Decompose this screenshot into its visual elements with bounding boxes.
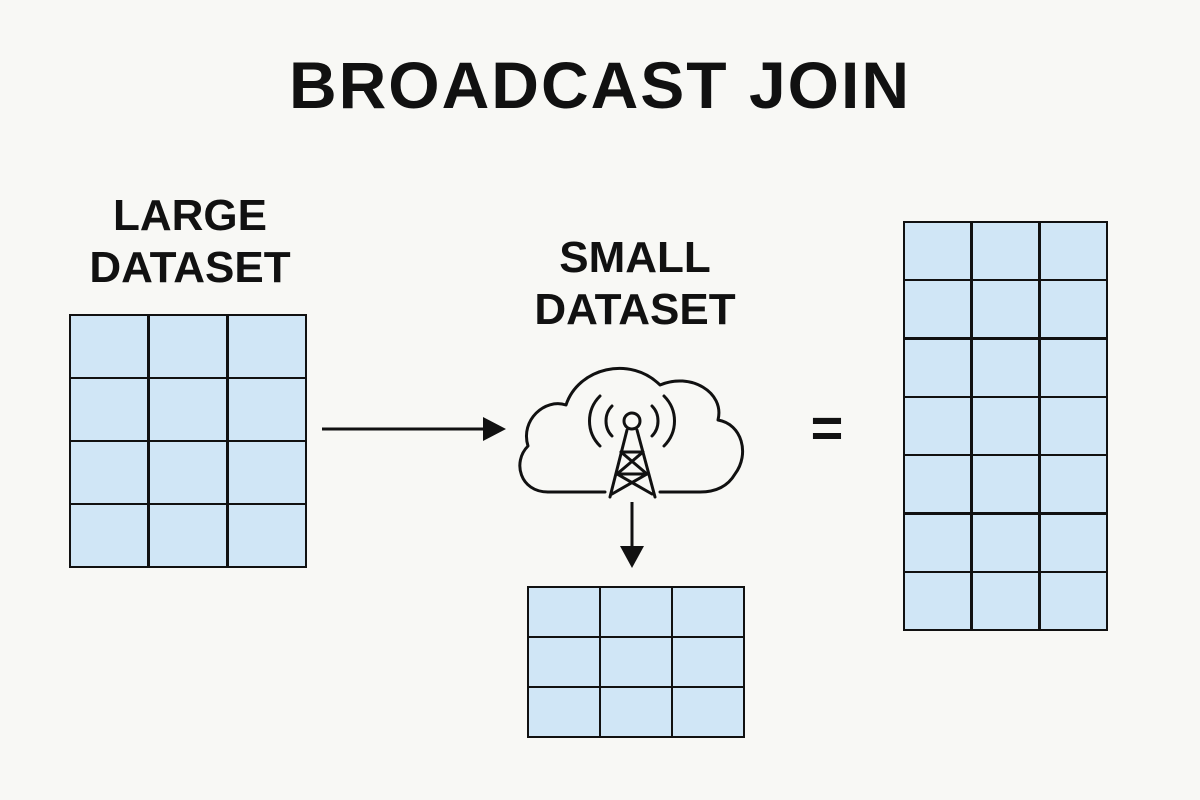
table-cell	[972, 339, 1039, 396]
table-cell	[1040, 514, 1106, 571]
table-cell	[71, 442, 148, 503]
table-cell	[228, 379, 305, 440]
table-cell	[228, 316, 305, 377]
table-cell	[1040, 339, 1106, 396]
table-cell	[673, 688, 743, 736]
table-cell	[972, 514, 1039, 571]
equals-sign: =	[810, 396, 844, 459]
table-cell	[1040, 398, 1106, 454]
table-cell	[1040, 223, 1106, 279]
table-cell	[601, 688, 671, 736]
table-cell	[905, 398, 971, 454]
table-cell	[905, 456, 971, 513]
table-cell	[1040, 456, 1106, 513]
small-dataset-label-line-1: SMALL	[559, 233, 711, 282]
table-cell	[905, 223, 971, 279]
table-cell	[71, 379, 148, 440]
table-cell	[149, 316, 227, 377]
table-cell	[972, 456, 1039, 513]
small-dataset-table	[527, 586, 745, 738]
small-dataset-label-line-2: DATASET	[534, 285, 736, 334]
diagram-title: BROADCAST JOIN	[288, 48, 912, 122]
large-dataset-label-line-1: LARGE	[113, 191, 267, 240]
table-cell	[972, 281, 1039, 338]
table-cell	[601, 588, 671, 636]
table-cell	[601, 638, 671, 686]
table-cell	[529, 588, 599, 636]
broadcast-tower-cloud-icon	[518, 367, 745, 499]
table-cell	[529, 638, 599, 686]
table-cell	[905, 514, 971, 571]
table-cell	[149, 442, 227, 503]
small-dataset-label: SMALL DATASET	[520, 232, 750, 336]
table-cell	[149, 505, 227, 566]
table-cell	[673, 638, 743, 686]
table-cell	[972, 398, 1039, 454]
table-cell	[673, 588, 743, 636]
large-dataset-label-line-2: DATASET	[89, 243, 291, 292]
table-cell	[529, 688, 599, 736]
arrow-down-icon	[620, 502, 644, 568]
table-cell	[228, 505, 305, 566]
table-cell	[71, 505, 148, 566]
result-dataset-table	[903, 221, 1108, 631]
large-dataset-label: LARGE DATASET	[70, 190, 310, 294]
table-cell	[905, 573, 971, 629]
arrow-right-icon	[322, 417, 506, 441]
table-cell	[228, 442, 305, 503]
large-dataset-table	[69, 314, 307, 568]
table-cell	[1040, 281, 1106, 338]
table-cell	[972, 223, 1039, 279]
table-cell	[972, 573, 1039, 629]
table-cell	[71, 316, 148, 377]
table-cell	[1040, 573, 1106, 629]
table-cell	[905, 281, 971, 338]
table-cell	[905, 339, 971, 396]
table-cell	[149, 379, 227, 440]
